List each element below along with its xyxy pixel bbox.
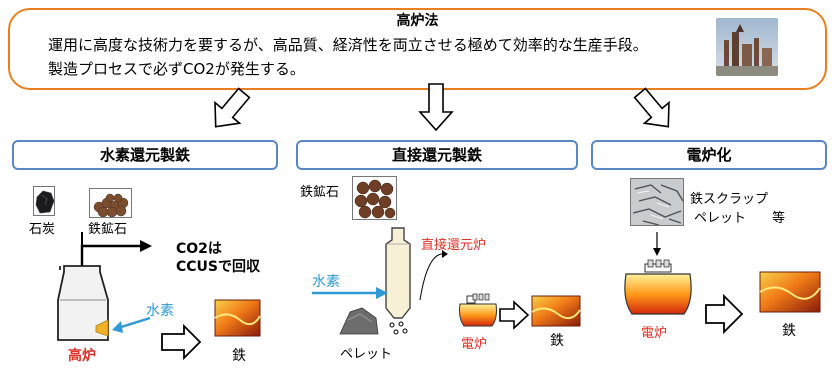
iron-label-electric: 鉄: [782, 323, 796, 339]
section-header-electric-furnace: 電炉化: [591, 140, 827, 170]
scrap-label-line2: ペレット 等: [694, 211, 786, 226]
tuyere-icon: [95, 319, 109, 337]
scrap-label-line1: 鉄スクラップ: [690, 192, 769, 207]
hydrogen-label-blast: 水素: [146, 303, 174, 319]
molten-iron-image-hydrogen: [214, 299, 261, 337]
coal-image: [33, 186, 55, 216]
eaf-label-direct: 電炉: [461, 337, 488, 352]
molten-iron-image-electric: [759, 271, 821, 313]
pellet-label: ペレット: [340, 347, 393, 362]
hollow-arrow-direct-icon: [499, 300, 530, 330]
electric-furnace-small-shape: [459, 293, 497, 327]
co2-label-line1: CO2は: [176, 241, 222, 257]
section-header-hydrogen-reduction: 水素還元製鉄: [12, 140, 278, 170]
banner-description-line1: 運用に高度な技術力を要するが、高品質、経済性を両立させる極めて効率的な生産手段。: [48, 36, 648, 54]
iron-ore-image-hydrogen: [89, 188, 132, 218]
pellet-pile-image: [339, 307, 379, 335]
hollow-arrow-to-iron-icon: [161, 323, 202, 361]
arrow-to-hydrogen-icon: [214, 87, 251, 128]
section-header-direct-reduction: 直接還元製鉄: [296, 140, 578, 170]
iron-label-direct: 鉄: [550, 333, 564, 349]
banner-description-line2: 製造プロセスで必ずCO2が発生する。: [48, 60, 305, 78]
direct-reduction-furnace-label: 直接還元炉: [421, 238, 487, 253]
hydrogen-arrow: [117, 316, 151, 330]
steel-plant-photo: [716, 18, 778, 76]
iron-ore-label-hydrogen: 鉄鉱石: [88, 222, 128, 237]
iron-ore-label-direct: 鉄鉱石: [300, 185, 340, 200]
coal-label: 石炭: [29, 222, 56, 237]
hollow-arrow-electric-icon: [705, 293, 744, 335]
blast-furnace-shape: [57, 265, 109, 341]
iron-label-hydrogen: 鉄: [232, 348, 246, 364]
blast-furnace-label: 高炉: [68, 348, 96, 364]
molten-iron-image-direct: [531, 295, 581, 327]
hydrogen-label-direct: 水素: [312, 274, 340, 290]
banner-title: 高炉法: [396, 13, 439, 29]
hydrogen-arrow-head-icon: [112, 321, 123, 333]
co2-label-line2: CCUSで回収: [176, 259, 260, 275]
arrow-to-electric-icon: [633, 87, 670, 128]
eaf-label-electric: 電炉: [641, 326, 668, 341]
hydrogen-arrow-direct-head-icon: [376, 287, 388, 299]
direct-reduction-shaft-shape: [385, 227, 411, 319]
scrap-feed-arrow-icon: [653, 248, 661, 256]
co2-arrow-head-icon: [140, 240, 152, 252]
scrap-image: [630, 178, 684, 226]
iron-ore-pellets-image: [352, 176, 397, 220]
blast-furnace-banner: [8, 8, 827, 90]
falling-pellets-icon: [389, 321, 408, 335]
arrow-to-direct-icon: [418, 83, 454, 132]
electric-furnace-large-shape: [624, 259, 692, 315]
